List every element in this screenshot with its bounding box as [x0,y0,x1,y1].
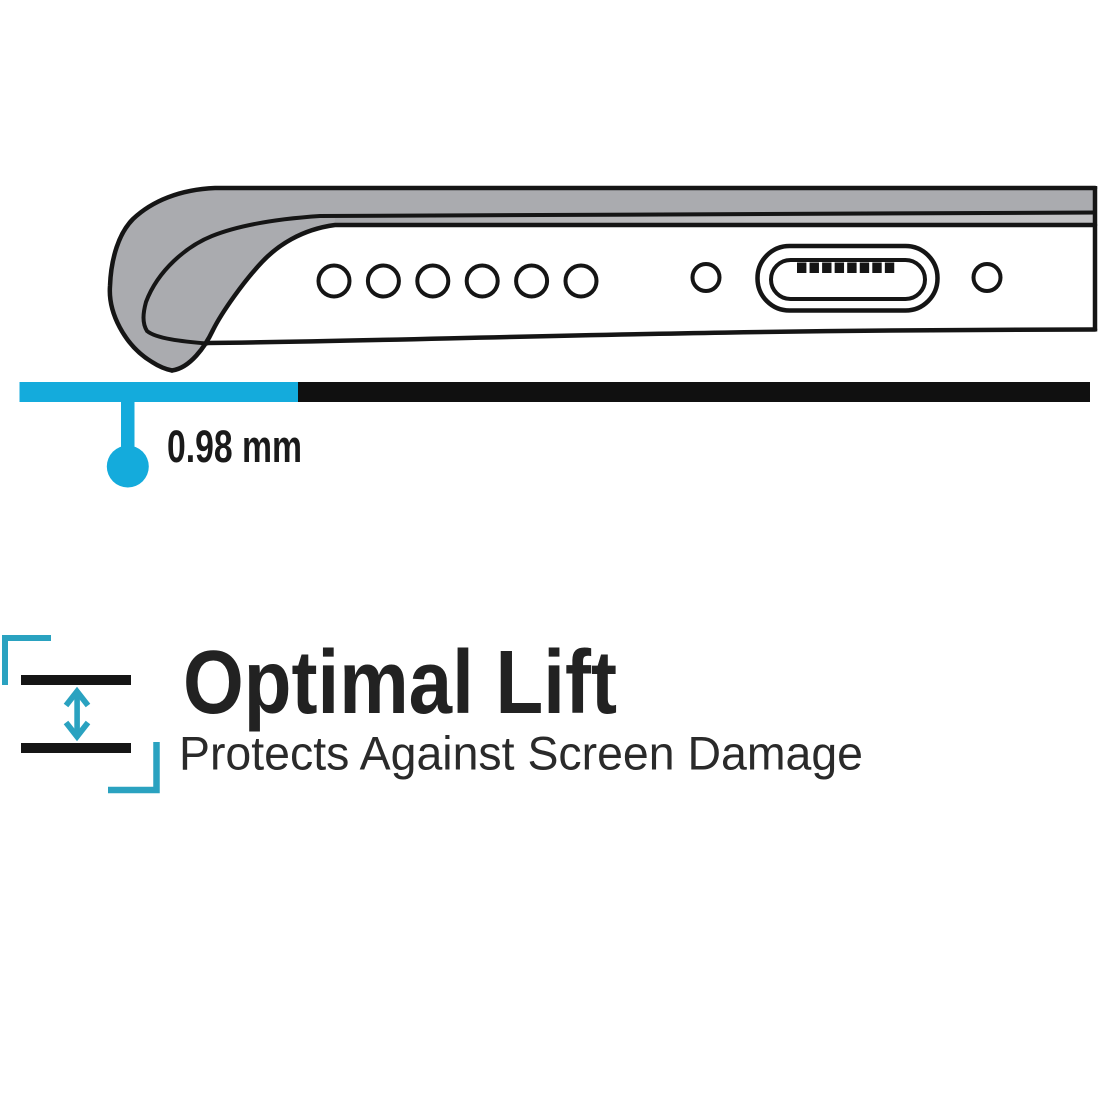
svg-text:Optimal Lift: Optimal Lift [183,633,617,733]
svg-text:Protects Against Screen Damage: Protects Against Screen Damage [179,727,863,780]
svg-text:0.98 mm: 0.98 mm [167,421,302,472]
